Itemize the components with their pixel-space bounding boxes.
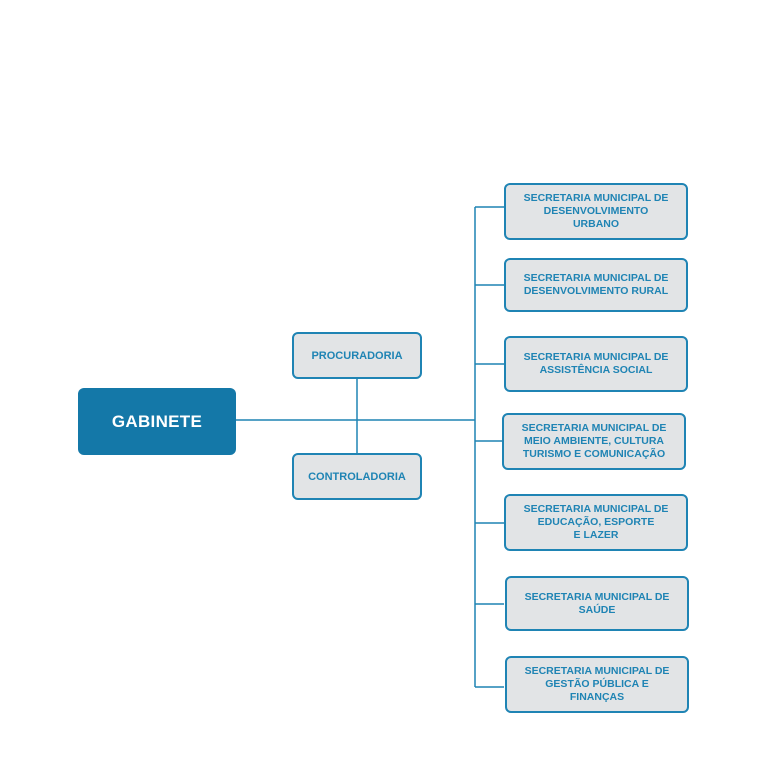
node-secretaria-gestao-publica: SECRETARIA MUNICIPAL DE GESTÃO PÚBLICA E… (505, 656, 689, 713)
node-label: SECRETARIA MUNICIPAL DE ASSISTÊNCIA SOCI… (523, 351, 669, 376)
node-label: SECRETARIA MUNICIPAL DE DESENVOLVIMENTO … (523, 192, 669, 230)
node-label: SECRETARIA MUNICIPAL DE MEIO AMBIENTE, C… (521, 422, 667, 460)
node-label: SECRETARIA MUNICIPAL DE EDUCAÇÃO, ESPORT… (523, 503, 669, 541)
node-secretaria-desenvolvimento-urbano: SECRETARIA MUNICIPAL DE DESENVOLVIMENTO … (504, 183, 688, 240)
node-label: SECRETARIA MUNICIPAL DE SAÚDE (524, 590, 670, 616)
node-secretaria-meio-ambiente: SECRETARIA MUNICIPAL DE MEIO AMBIENTE, C… (502, 413, 686, 470)
node-procuradoria: PROCURADORIA (292, 332, 422, 379)
node-secretaria-saude: SECRETARIA MUNICIPAL DE SAÚDE (505, 576, 689, 631)
node-label: SECRETARIA MUNICIPAL DE DESENVOLVIMENTO … (523, 272, 669, 297)
node-secretaria-assistencia-social: SECRETARIA MUNICIPAL DE ASSISTÊNCIA SOCI… (504, 336, 688, 392)
root-node-gabinete: GABINETE (78, 388, 236, 455)
node-controladoria: CONTROLADORIA (292, 453, 422, 500)
root-node-label: GABINETE (111, 411, 203, 431)
node-secretaria-desenvolvimento-rural: SECRETARIA MUNICIPAL DE DESENVOLVIMENTO … (504, 258, 688, 312)
node-label: SECRETARIA MUNICIPAL DE GESTÃO PÚBLICA E… (524, 665, 670, 703)
node-secretaria-educacao: SECRETARIA MUNICIPAL DE EDUCAÇÃO, ESPORT… (504, 494, 688, 551)
node-label: CONTROLADORIA (308, 470, 406, 483)
node-label: PROCURADORIA (311, 349, 403, 362)
